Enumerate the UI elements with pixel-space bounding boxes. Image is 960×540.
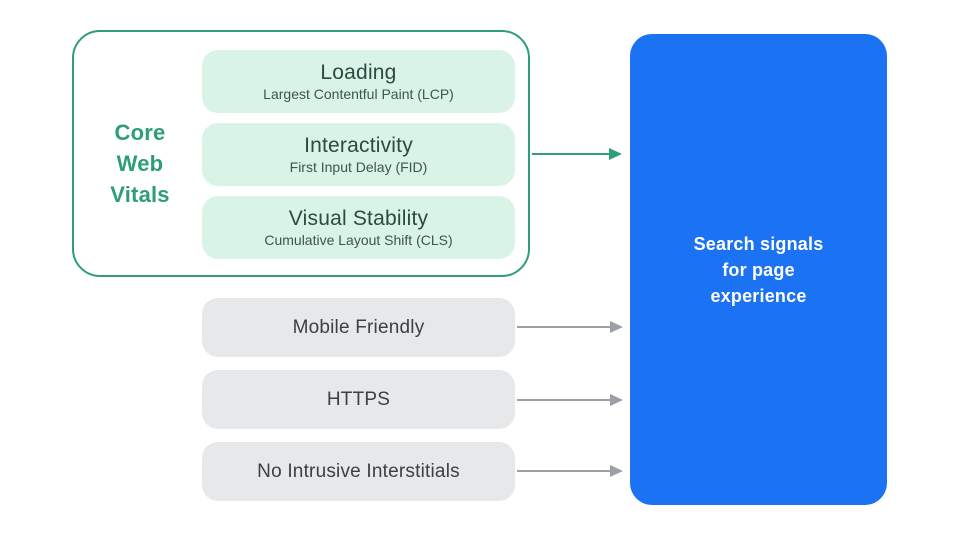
- loading-pill: Loading Largest Contentful Paint (LCP): [202, 50, 515, 113]
- interactivity-subtitle: First Input Delay (FID): [289, 159, 428, 175]
- mobile-friendly-arrow: [517, 321, 623, 333]
- https-pill: HTTPS: [202, 370, 515, 429]
- loading-subtitle: Largest Contentful Paint (LCP): [263, 86, 454, 102]
- no-intrusive-interstitials-arrow: [517, 465, 623, 477]
- core-web-vitals-arrow: [532, 148, 622, 160]
- no-intrusive-interstitials-label: No Intrusive Interstitials: [257, 461, 460, 482]
- interactivity-pill: Interactivity First Input Delay (FID): [202, 123, 515, 186]
- https-label: HTTPS: [326, 389, 391, 410]
- search-signals-box: Search signals for page experience: [630, 34, 887, 505]
- core-web-vitals-box: [72, 30, 530, 277]
- visual-stability-title: Visual Stability: [288, 207, 429, 230]
- mobile-friendly-label: Mobile Friendly: [292, 317, 425, 338]
- https-arrow: [517, 394, 623, 406]
- core-web-vitals-label: Core Web Vitals: [110, 120, 170, 207]
- loading-title: Loading: [320, 61, 397, 84]
- visual-stability-subtitle: Cumulative Layout Shift (CLS): [264, 232, 453, 248]
- interactivity-title: Interactivity: [304, 134, 413, 157]
- visual-stability-pill: Visual Stability Cumulative Layout Shift…: [202, 196, 515, 259]
- no-intrusive-interstitials-pill: No Intrusive Interstitials: [202, 442, 515, 501]
- mobile-friendly-pill: Mobile Friendly: [202, 298, 515, 357]
- search-signals-label: Search signals for page experience: [693, 233, 824, 306]
